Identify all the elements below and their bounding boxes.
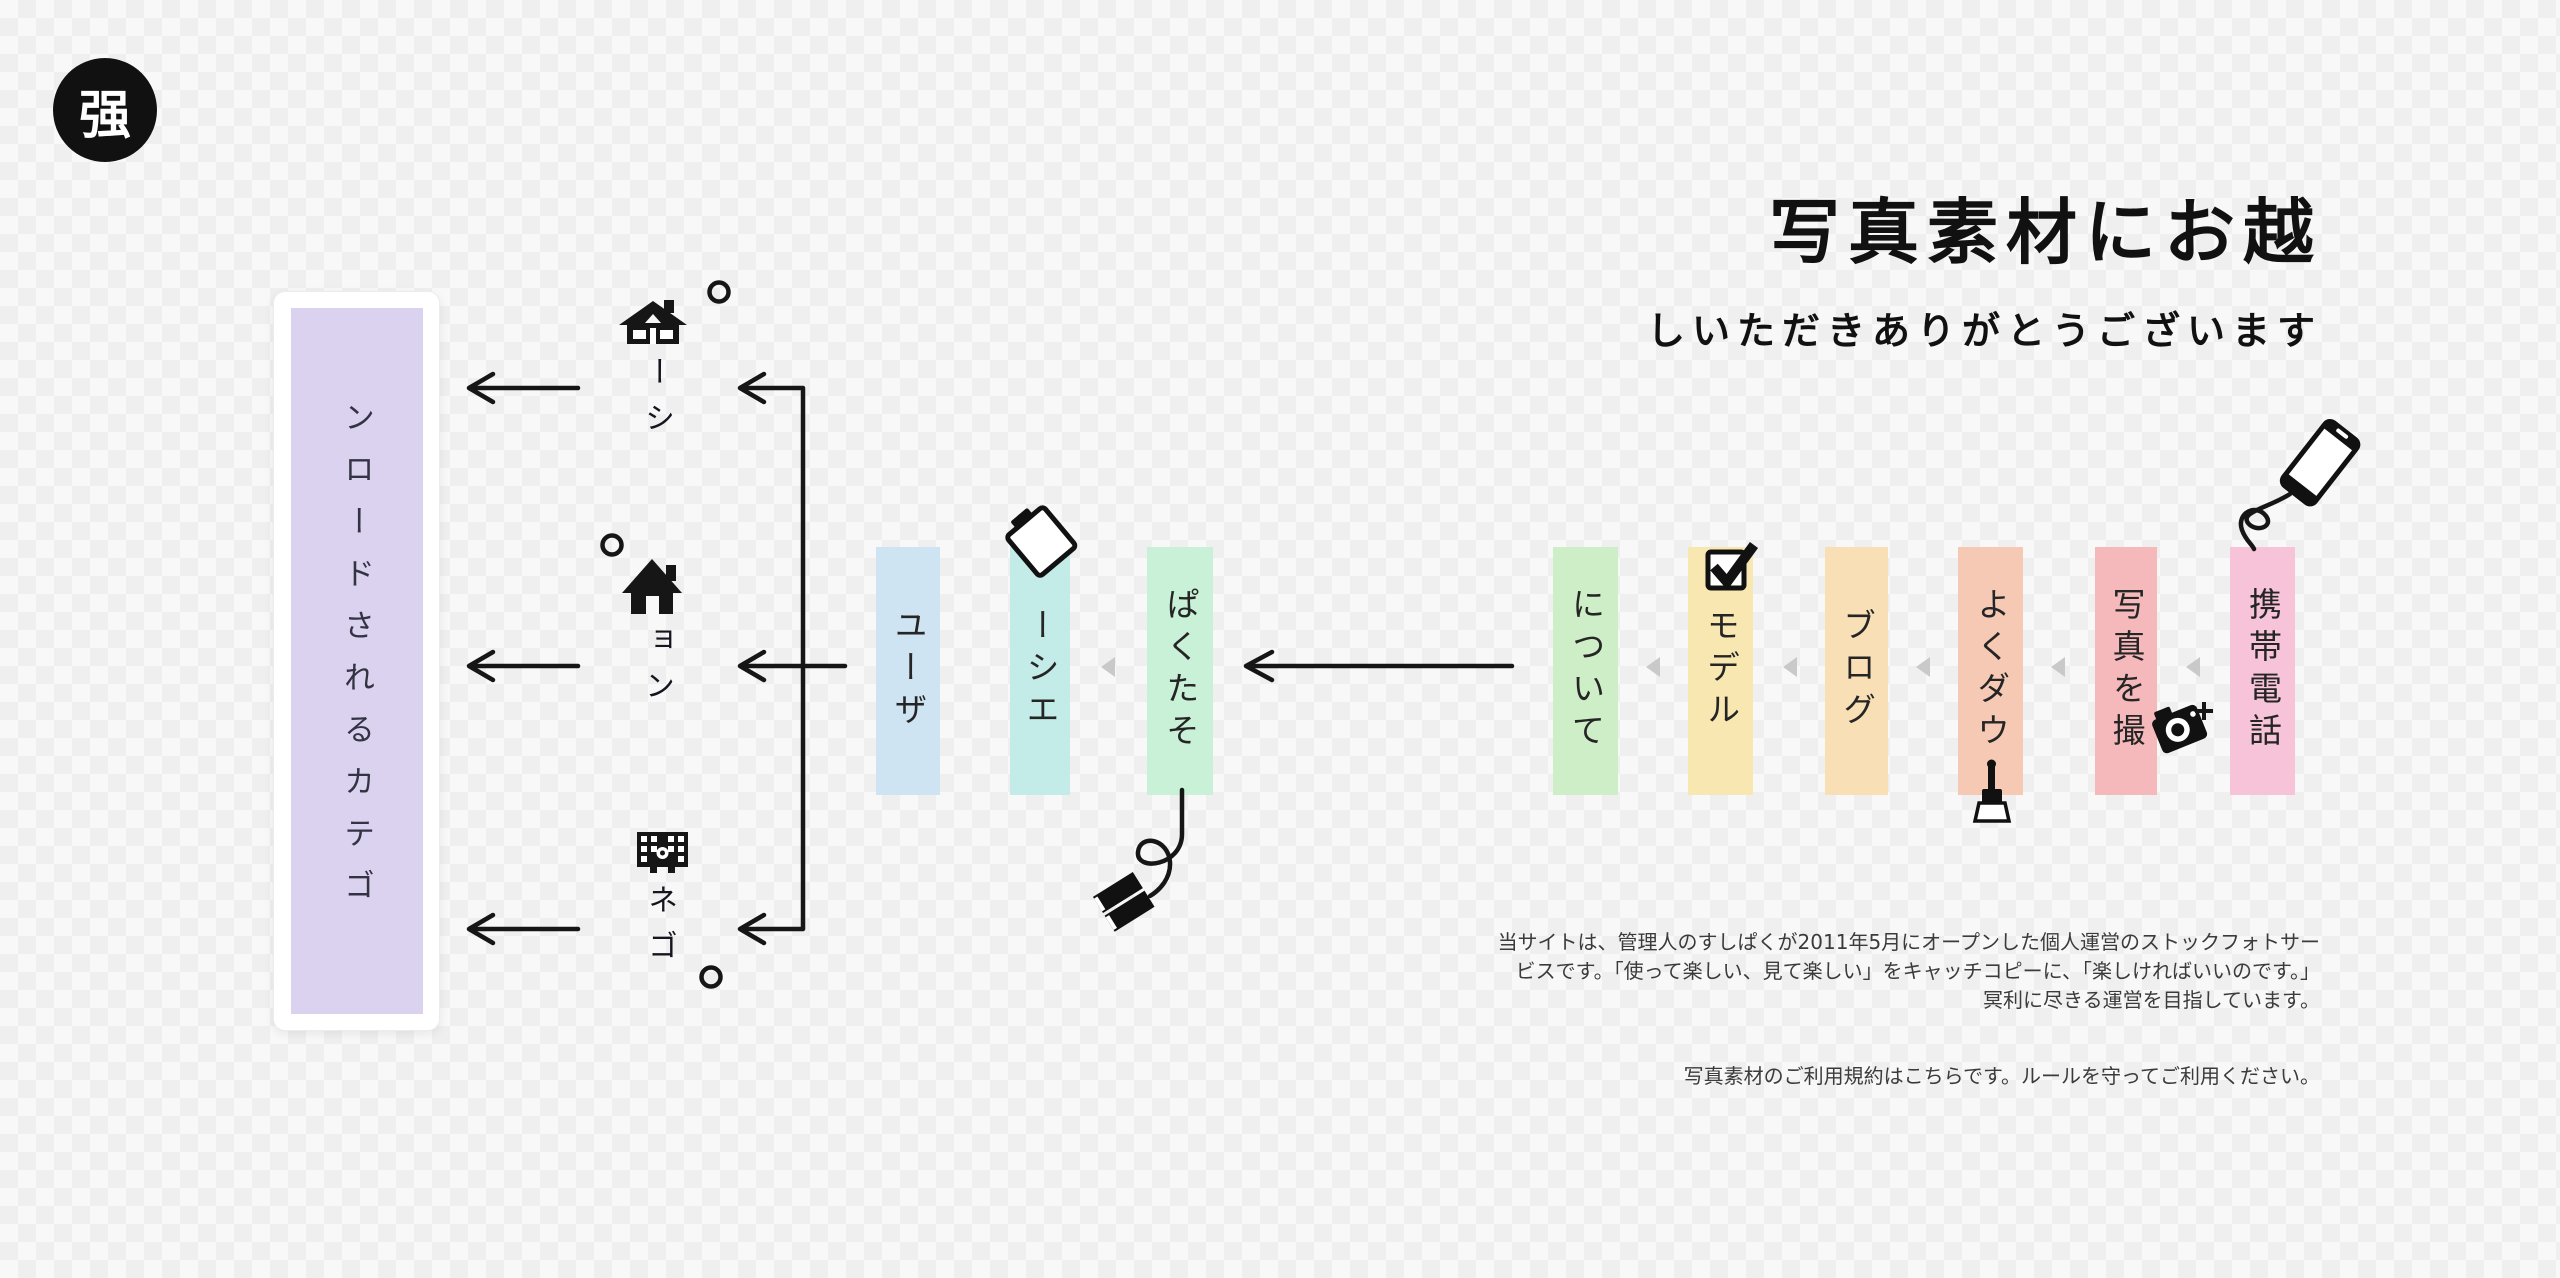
bar-label: ユーザ <box>889 608 928 734</box>
terms-text: 写真素材のご利用規約はこちらです。ルールを守ってご利用ください。 <box>1683 1064 2320 1088</box>
arrow-left-bottom-icon <box>466 912 581 946</box>
plus-icon <box>2195 702 2213 720</box>
bar-photo[interactable]: 写真を撮 <box>2095 547 2157 795</box>
arrow-left-top-icon <box>466 371 581 405</box>
page-title: 写真素材にお越 <box>1768 191 2322 274</box>
bar-user[interactable]: ユーザ <box>876 547 940 795</box>
circle-accent-icon <box>707 280 731 304</box>
bar-label: ーシエ <box>1021 608 1060 734</box>
circle-accent-icon <box>699 965 723 989</box>
arrow-long-left-icon <box>1243 649 1515 683</box>
arrow-left-middle-icon <box>466 649 581 683</box>
bar-model[interactable]: モデル <box>1688 547 1753 795</box>
about-line: 当サイトは、管理人のすしぱくが2011年5月にオープンした個人運営のストックフォ… <box>1497 930 2320 954</box>
bar-label: について <box>1566 587 1606 755</box>
phone-cord-icon <box>2238 491 2293 552</box>
bar-label: 携帯電話 <box>2243 587 2283 755</box>
bar-pakutaso[interactable]: ぱくたそ <box>1147 547 1213 795</box>
book-on-cord-icon <box>1092 872 1155 932</box>
bar-download[interactable]: よくダウ <box>1958 547 2023 795</box>
bar-mobile[interactable]: 携帯電話 <box>2230 547 2295 795</box>
category-panel-card: ンロードされるカテゴ <box>273 291 440 1031</box>
home-icon <box>622 559 682 614</box>
school-building-icon <box>619 300 687 344</box>
category-panel: ンロードされるカテゴ <box>290 308 423 1014</box>
office-building-icon <box>637 832 688 873</box>
triangle-left-icon <box>2051 657 2065 677</box>
bar-label: モデル <box>1701 608 1741 734</box>
bracket-arrows-icon <box>737 371 848 946</box>
about-text: 当サイトは、管理人のすしぱくが2011年5月にオープンした個人運営のストックフォ… <box>1498 928 2320 1015</box>
page-header: 写真素材にお越 しいただきありがとうございます <box>1647 176 2322 355</box>
nav-item-building[interactable]: ネゴ <box>637 884 681 980</box>
bar-about[interactable]: について <box>1553 547 1618 795</box>
triangle-left-icon <box>2186 657 2200 677</box>
bar-blog[interactable]: ブログ <box>1825 547 1888 795</box>
bar-label: ブログ <box>1837 608 1877 734</box>
nav-item-page[interactable]: ーシ <box>634 356 678 452</box>
nav-item-label: ネゴ <box>642 884 677 976</box>
category-panel-label: ンロードされるカテゴ <box>338 401 374 921</box>
nav-item-home[interactable]: ョン <box>634 624 678 720</box>
about-line: 冥利に尽きる運営を目指しています。 <box>1983 988 2320 1012</box>
bar-shie[interactable]: ーシエ <box>1010 547 1070 795</box>
bar-label: ぱくたそ <box>1161 587 1200 755</box>
bar-label: よくダウ <box>1971 587 2011 755</box>
triangle-left-icon <box>1646 657 1660 677</box>
nav-item-label: ーシ <box>639 356 674 448</box>
triangle-left-icon <box>1916 657 1930 677</box>
site-logo[interactable]: 强 <box>53 58 157 162</box>
book-cord-icon <box>1135 787 1185 899</box>
bar-label: 写真を撮 <box>2107 587 2146 755</box>
smartphone-icon <box>2279 418 2361 507</box>
page-subtitle: しいただきありがとうございます <box>1646 309 2322 353</box>
nav-item-label: ョン <box>639 624 674 716</box>
circle-accent-icon <box>600 533 624 557</box>
triangle-left-icon <box>1101 657 1115 677</box>
about-line: ビスです。「使って楽しい、見て楽しい」をキャッチコピーに、「楽しければいいのです… <box>1515 959 2320 983</box>
triangle-left-icon <box>1783 657 1797 677</box>
separator-triangles <box>1101 657 2200 677</box>
camera-icon <box>2152 704 2208 754</box>
